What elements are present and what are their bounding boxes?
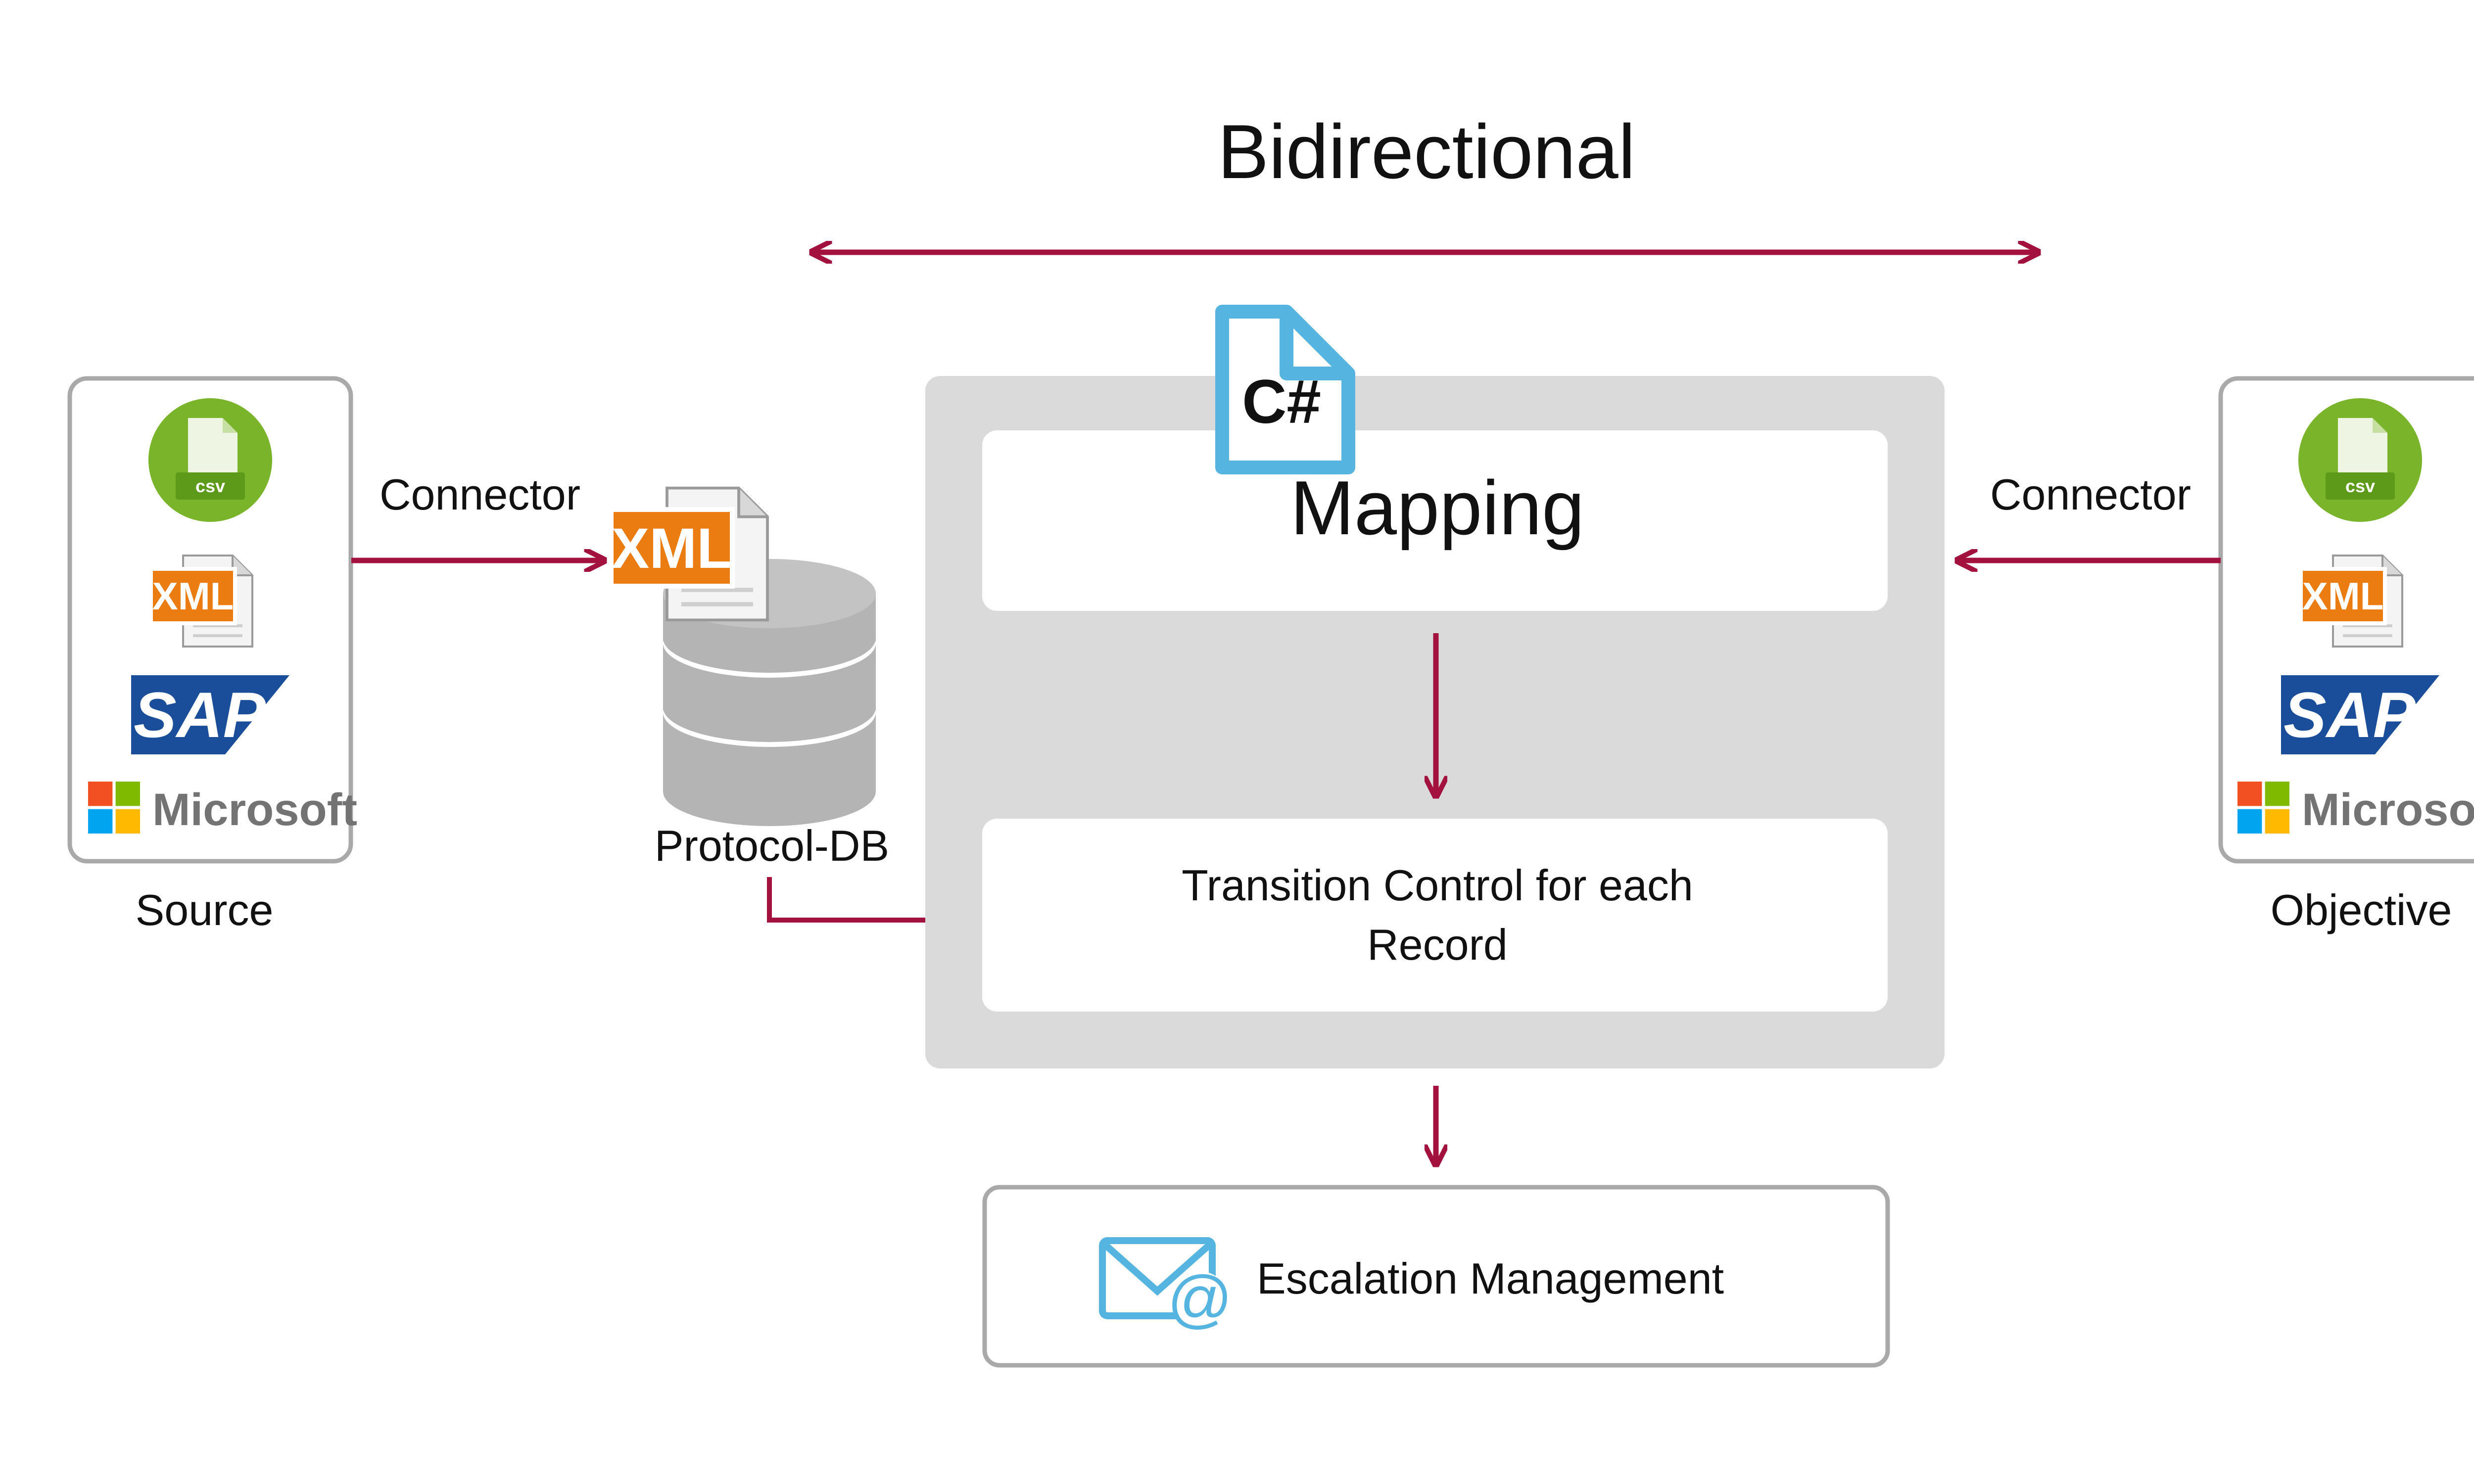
source-box: csv XML SAP Microsoft: [67, 376, 357, 864]
svg-text:SAP: SAP: [134, 679, 266, 751]
objective-caption: Objective: [2271, 885, 2452, 934]
objective-box: csv XML SAP Microsoft: [2218, 376, 2474, 864]
sap-logo: SAP: [2281, 675, 2439, 754]
svg-text:XML: XML: [2302, 574, 2384, 618]
protocol-db-link-line: [767, 877, 980, 923]
sap-logo: SAP: [131, 675, 289, 754]
csv-icon: csv: [148, 398, 272, 522]
mapping-box: [982, 430, 1888, 611]
svg-text:SAP: SAP: [2284, 679, 2416, 751]
source-caption: Source: [136, 885, 274, 934]
escalation-box: @ Escalation Management: [982, 1185, 1890, 1368]
svg-text:Microsoft: Microsoft: [152, 785, 357, 835]
escalation-label: Escalation Management: [1257, 1254, 1724, 1303]
svg-text:csv: csv: [195, 476, 225, 496]
engine-panel: Mapping Transition Control for each Reco…: [925, 376, 1945, 1068]
xml-icon: XML: [149, 556, 252, 647]
svg-text:XML: XML: [152, 574, 234, 618]
svg-text:@: @: [1167, 1262, 1233, 1335]
svg-text:XML: XML: [612, 517, 732, 580]
xml-icon: XML: [2299, 556, 2402, 647]
microsoft-logo: Microsoft: [88, 782, 357, 835]
transition-box: [982, 819, 1888, 1012]
mapping-label: Mapping: [1290, 465, 1585, 551]
svg-text:Microsoft: Microsoft: [2302, 785, 2474, 835]
csv-icon: csv: [2298, 398, 2422, 522]
email-icon: @: [1099, 1237, 1233, 1335]
diagram-title: Bidirectional: [1218, 109, 1635, 194]
csharp-file-icon: C#: [1215, 305, 1355, 474]
protocol-db: XML: [609, 488, 876, 826]
svg-text:C#: C#: [1242, 368, 1321, 436]
protocol-db-label: Protocol-DB: [655, 821, 889, 870]
microsoft-logo: Microsoft: [2237, 782, 2474, 835]
transition-label-line1: Transition Control for each: [1182, 861, 1693, 910]
connector-left-label: Connector: [380, 470, 580, 519]
connector-right-label: Connector: [1990, 470, 2191, 519]
transition-label-line2: Record: [1367, 920, 1508, 969]
xml-file-icon: XML: [609, 488, 767, 620]
svg-text:csv: csv: [2345, 476, 2375, 496]
